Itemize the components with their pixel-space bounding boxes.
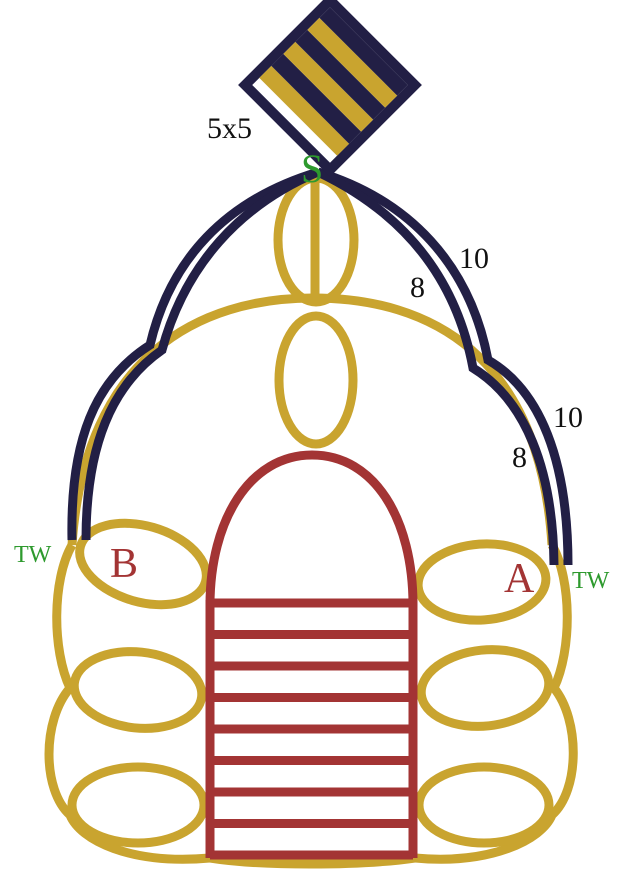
right-oval-middle (416, 645, 554, 731)
square-stripe-3 (283, 41, 374, 132)
label-turn-right: TW (572, 568, 610, 594)
middle-center-oval (274, 311, 358, 449)
red-dome (205, 450, 418, 606)
label-top-square: 5x5 (207, 112, 252, 145)
left-oval-bottom (67, 762, 209, 848)
left-inner-arc (81, 167, 320, 541)
label-side-left: B (110, 541, 138, 587)
top-center-oval (273, 173, 359, 307)
right-outer-arc (316, 167, 573, 566)
label-turn-left: TW (14, 542, 52, 568)
right-side-bumps (414, 542, 578, 864)
square-stripe-4 (295, 29, 386, 120)
left-side-bumps (44, 542, 211, 864)
square-stripe-5 (307, 17, 398, 108)
label-side-right: A (504, 556, 535, 602)
right-oval-bottom (414, 762, 554, 848)
square-stripe-1 (259, 65, 350, 156)
right-oval-top (413, 539, 551, 625)
navy-border-rows (67, 167, 573, 566)
bottom-edge (209, 853, 416, 869)
left-outer-arc (67, 167, 320, 541)
label-lower-outer: 10 (553, 401, 583, 434)
red-body-rows (205, 450, 418, 860)
square-stripe-2 (271, 53, 362, 144)
label-start: S (301, 146, 323, 191)
left-oval-middle (69, 647, 207, 733)
label-upper-inner: 8 (410, 271, 425, 304)
square-stripe-6 (319, 7, 408, 96)
right-inner-arc (316, 167, 559, 566)
left-oval-top (75, 518, 211, 610)
red-ladder-rungs (210, 598, 413, 860)
label-upper-outer: 10 (459, 242, 489, 275)
label-lower-inner: 8 (512, 441, 527, 474)
top-striped-square (238, 0, 422, 177)
